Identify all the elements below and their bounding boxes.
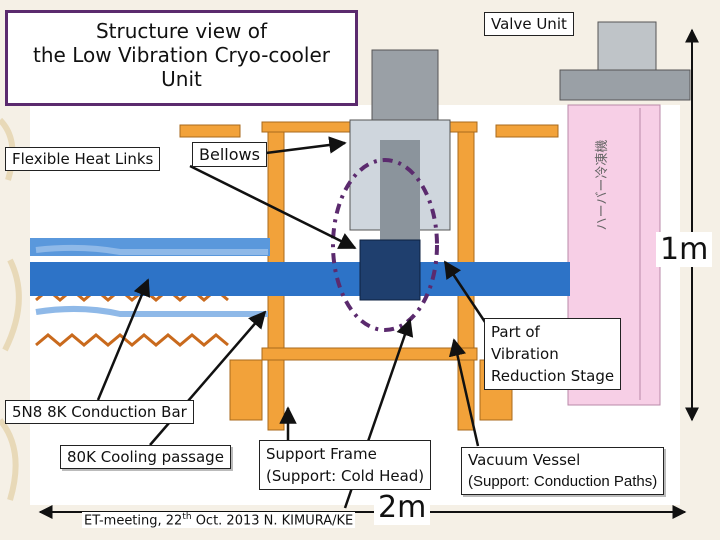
vibration-stage-label-line-1: Part of [491,323,540,341]
footer-citation: ET-meeting, 22th Oct. 2013 N. KIMURA/KE [82,512,356,529]
vibration-stage [359,239,421,301]
valve-unit-box [597,21,657,71]
vibration-stage-label-line-2: Vibration [491,345,559,363]
support-frame-label-line-2: (Support: Cold Head) [266,467,425,485]
title-line-2: the Low Vibration Cryo-cooler [33,43,330,67]
vibration-stage-outline [331,158,439,332]
footer-sup: th [182,512,192,522]
bellows-label: Bellows [192,142,267,167]
vacuum-vessel-label-line-2: (Support: Conduction Paths) [468,473,658,490]
vessel-side-text: ハーバー冷凍機 [594,140,610,231]
vibration-stage-label: Part of Vibration Reduction Stage [484,318,622,390]
valve-unit-base [559,69,691,101]
vacuum-vessel-label: Vacuum Vessel (Support: Conduction Paths… [461,447,665,495]
paper-texture [0,117,22,501]
footer-prefix: ET-meeting, 22 [84,513,183,529]
two-meter-label: 2m [374,490,431,525]
conduction-bar-label: 5N8 8K Conduction Bar [5,400,194,424]
vacuum-vessel-label-line-1: Vacuum Vessel [468,451,581,469]
vibration-stage-label-line-3: Reduction Stage [491,367,615,385]
diagram-title: Structure view of the Low Vibration Cryo… [5,10,358,106]
cooling-passage-label: 80K Cooling passage [60,445,231,469]
flexible-heat-links-label: Flexible Heat Links [5,147,161,171]
cooling-passage-pipe [35,244,268,255]
one-meter-label: 1m [656,232,713,267]
support-frame-label: Support Frame (Support: Cold Head) [259,440,432,490]
valve-unit-label: Valve Unit [484,12,574,36]
left-bellows-top [35,333,229,347]
cooling-passage-pipe-lower [35,305,268,317]
cold-head-core [380,140,420,240]
cold-head-column [371,49,439,121]
title-line-3: Unit [161,67,202,91]
title-line-1: Structure view of [95,19,268,43]
conduction-bar [30,262,570,296]
footer-suffix: Oct. 2013 N. KIMURA/KE [191,513,354,529]
support-frame-label-line-1: Support Frame [266,445,377,463]
